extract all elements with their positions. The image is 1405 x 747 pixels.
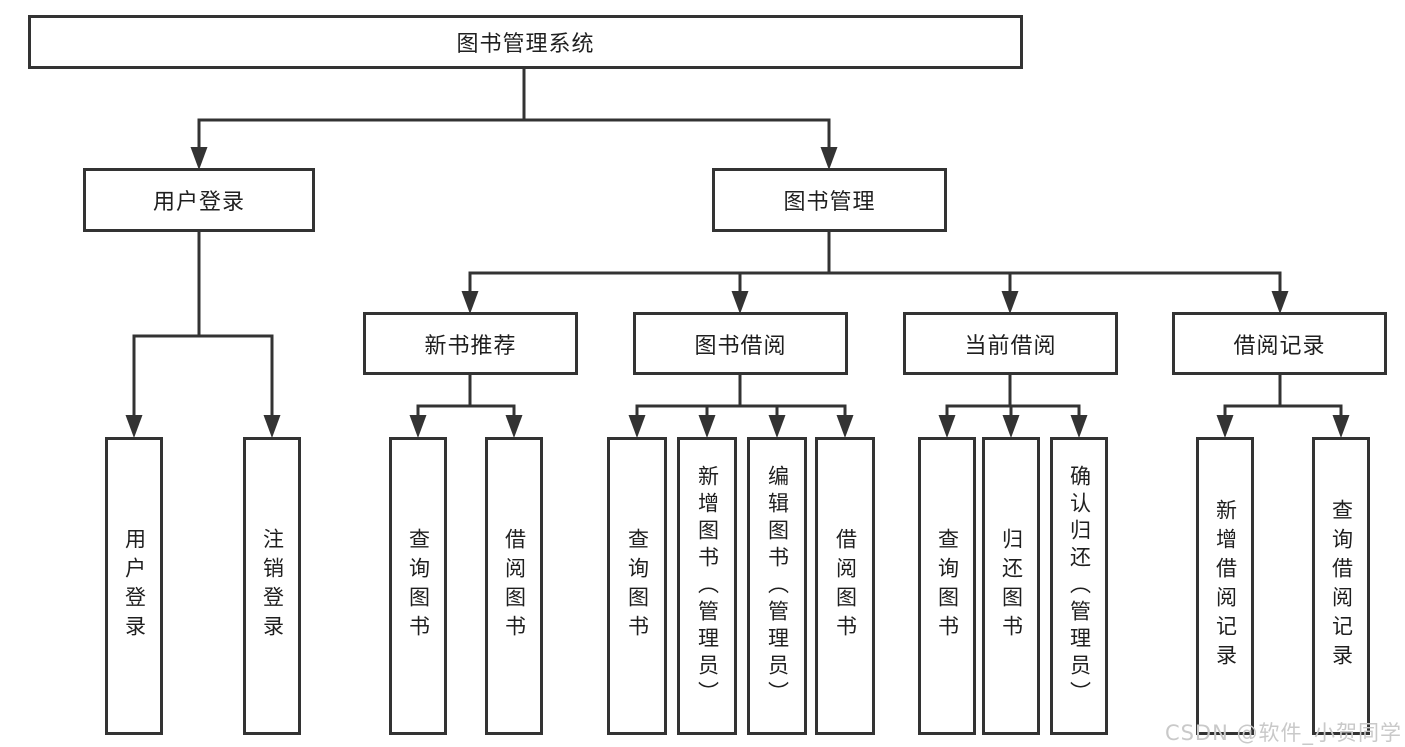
arrowheads <box>125 147 1350 438</box>
wire-newbook-frame <box>416 404 516 418</box>
node-user-login-branch: 用户登录 <box>83 168 315 232</box>
leaf-add-books-admin: 新增图书（管理员） <box>677 437 737 735</box>
leaf-query-borrow-record: 查询借阅记录 <box>1312 437 1370 735</box>
leaf-query-books-1: 查询图书 <box>389 437 447 735</box>
node-new-book-recommend: 新书推荐 <box>363 312 578 375</box>
wire-records-frame <box>1223 404 1343 418</box>
leaf-confirm-return-admin: 确认归还（管理员） <box>1050 437 1108 735</box>
leaf-borrow-books-2: 借阅图书 <box>815 437 875 735</box>
node-current-borrowing: 当前借阅 <box>903 312 1118 375</box>
leaf-logout: 注销登录 <box>243 437 301 735</box>
wire-userlogin-frame <box>132 334 274 418</box>
wire-level3-frame <box>468 271 1282 293</box>
wire-level2-frame <box>197 118 831 150</box>
node-book-borrowing: 图书借阅 <box>633 312 848 375</box>
wire-borrow-frame <box>635 404 847 418</box>
leaf-query-books-2: 查询图书 <box>607 437 667 735</box>
leaf-query-books-3: 查询图书 <box>918 437 976 735</box>
watermark: CSDN @软件_小贺同学 <box>1164 721 1402 745</box>
leaf-borrow-books-1: 借阅图书 <box>485 437 543 735</box>
node-root-system: 图书管理系统 <box>28 15 1023 69</box>
leaf-return-books: 归还图书 <box>982 437 1040 735</box>
leaf-edit-books-admin: 编辑图书（管理员） <box>747 437 807 735</box>
leaf-user-login: 用户登录 <box>105 437 163 735</box>
node-book-management-branch: 图书管理 <box>712 168 947 232</box>
node-borrowing-records: 借阅记录 <box>1172 312 1387 375</box>
wire-current-frame <box>945 404 1081 418</box>
leaf-add-borrow-record: 新增借阅记录 <box>1196 437 1254 735</box>
